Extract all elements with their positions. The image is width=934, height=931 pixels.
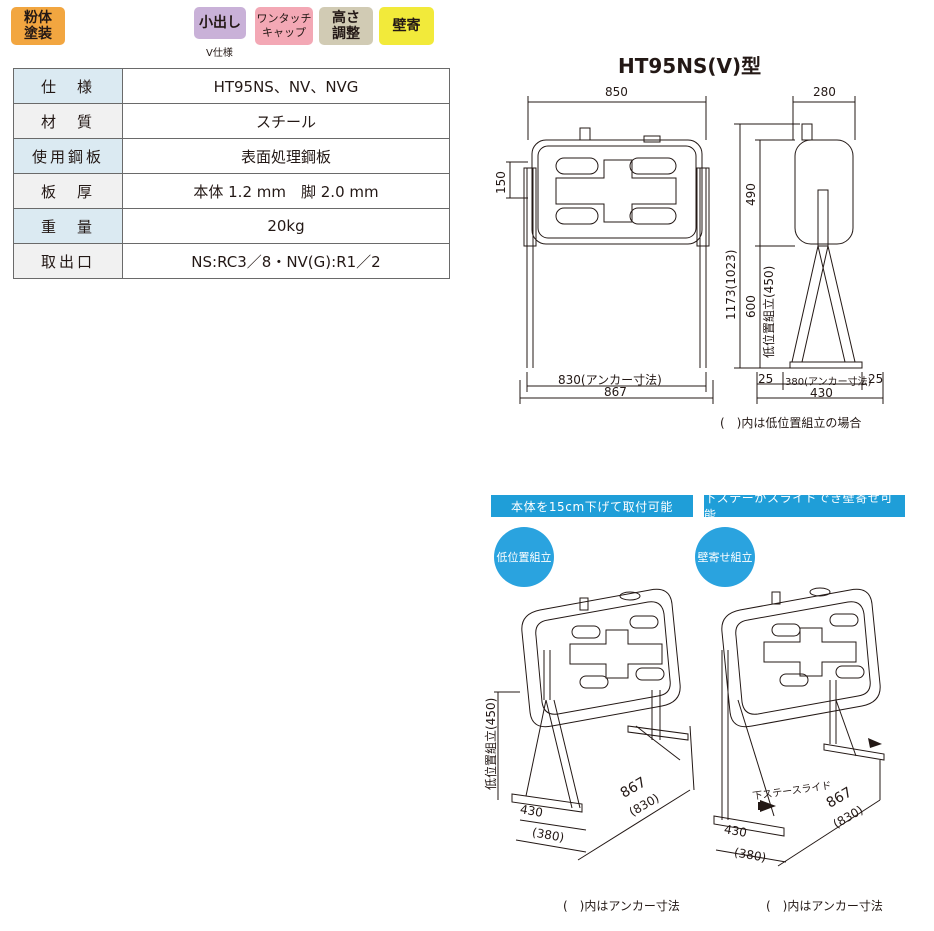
dim-side-600: 600 xyxy=(744,295,758,318)
spec-label: 板 厚 xyxy=(13,173,123,209)
spec-label: 材 質 xyxy=(13,103,123,139)
spec-label: 取出口 xyxy=(13,243,123,279)
badge-height-adjust: 高さ 調整 xyxy=(319,7,373,45)
badge-powder-coating: 粉体 塗装 xyxy=(11,7,65,45)
dim-side-width: 280 xyxy=(813,85,836,99)
circle-wall-assembly: 壁寄せ組立 xyxy=(695,527,755,587)
dim-front-width: 850 xyxy=(605,85,628,99)
dim-side-low: 低位置組立(450) xyxy=(762,265,776,358)
banner-lower-body: 本体を15cm下げて取付可能 xyxy=(491,495,693,517)
dim-side-430: 430 xyxy=(810,386,833,400)
note-anchor-right: ( )内はアンカー寸法 xyxy=(766,899,883,913)
badge-one-touch-cap: ワンタッチ キャップ xyxy=(255,7,313,45)
dim-side-25b: 25 xyxy=(868,372,884,386)
spec-value: 表面処理鋼板 xyxy=(122,138,450,174)
spec-value: NS:RC3／8・NV(G):R1／2 xyxy=(122,243,450,279)
dim-side-anchor: 380(アンカー寸法) xyxy=(785,377,872,388)
spec-label: 使用鋼板 xyxy=(13,138,123,174)
dim-side-total: 1173(1023) xyxy=(724,249,738,320)
table-row: 材 質スチール xyxy=(13,103,450,139)
drawing-title: HT95NS(V)型 xyxy=(618,54,762,78)
spec-value: HT95NS、NV、NVG xyxy=(122,68,450,104)
wall-assembly-drawing xyxy=(713,587,885,867)
badge-wall: 壁寄 xyxy=(379,7,434,45)
badge-small-outlet: 小出し xyxy=(194,7,246,39)
banner-slide-stay: 下ステーがスライドでき壁寄せ可能 xyxy=(704,491,905,522)
dim-front-base: 867 xyxy=(604,385,627,399)
dim-left-low: 低位置組立(450) xyxy=(484,697,498,790)
spec-label: 重 量 xyxy=(13,208,123,244)
spec-label: 仕 様 xyxy=(13,68,123,104)
slide-arrow-icon-2 xyxy=(868,738,882,748)
paren-note: ( )内は低位置組立の場合 xyxy=(720,416,862,430)
circle-low-position: 低位置組立 xyxy=(494,527,554,587)
dim-front-150: 150 xyxy=(494,171,508,194)
spec-value: 20kg xyxy=(122,208,450,244)
low-position-assembly-drawing xyxy=(494,588,695,861)
dim-side-25a: 25 xyxy=(758,372,774,386)
dim-side-490: 490 xyxy=(744,183,758,206)
table-row: 使用鋼板表面処理鋼板 xyxy=(13,138,450,174)
note-anchor-left: ( )内はアンカー寸法 xyxy=(563,899,680,913)
badge-small-outlet-sub: V仕様 xyxy=(206,48,233,59)
dim-front-anchor: 830(アンカー寸法) xyxy=(558,373,662,387)
